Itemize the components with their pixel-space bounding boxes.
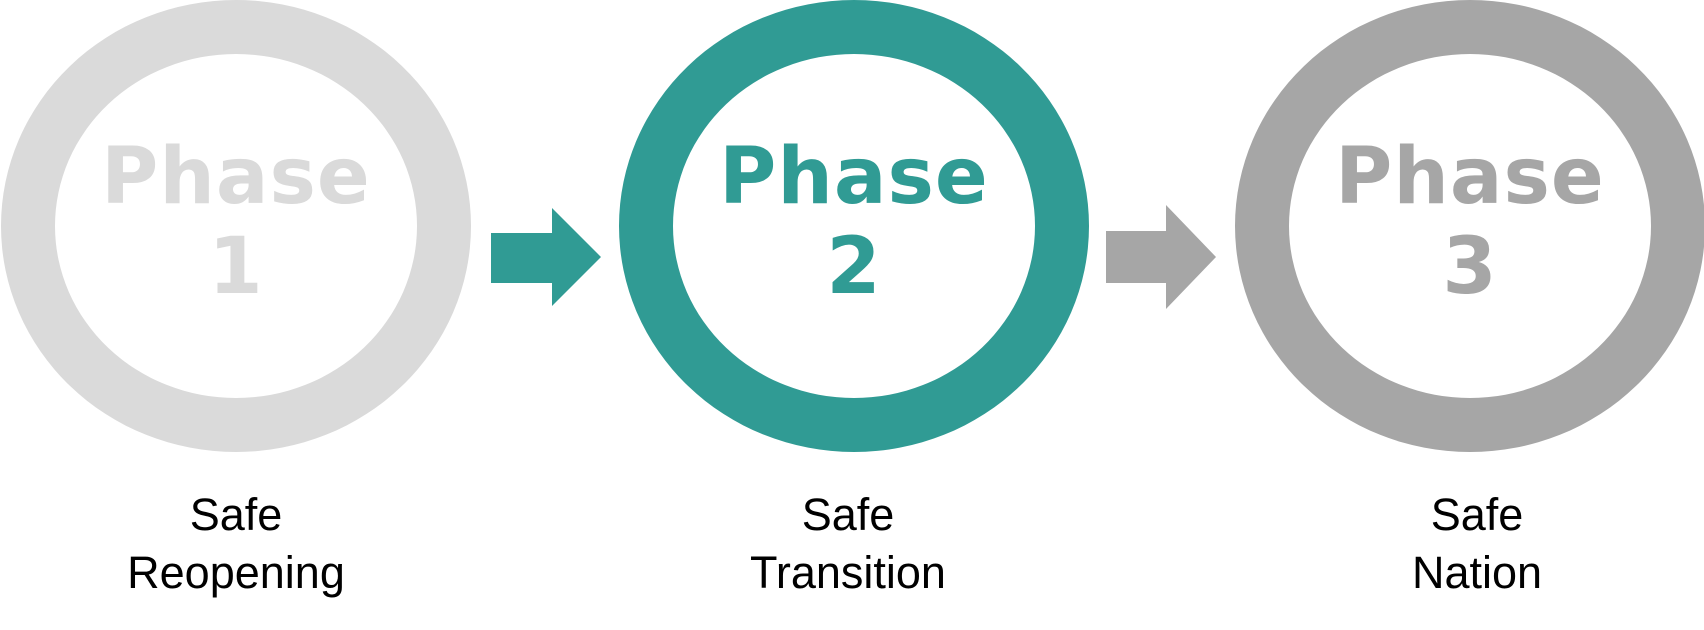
phase-2-label-line1: Safe: [801, 489, 895, 540]
phase-3-label-line2: Nation: [1411, 547, 1543, 598]
phase-1-number: 1: [208, 222, 264, 312]
phase-1-label-line1: Safe: [189, 489, 283, 540]
phase-2-label: Safe Transition: [613, 486, 1083, 602]
phase-3-label-line1: Safe: [1430, 489, 1524, 540]
phase-2-title: Phase: [719, 132, 989, 222]
phase-2-label-line2: Transition: [750, 547, 946, 598]
phase-1-title: Phase: [101, 132, 371, 222]
phase-3-title: Phase: [1335, 132, 1605, 222]
phase-2-ring: Phase 2: [619, 0, 1089, 452]
phase-1-ring: Phase 1: [1, 0, 471, 452]
phase-3-ring: Phase 3: [1235, 0, 1704, 452]
arrow-2-shape: [1106, 205, 1216, 309]
phase-3-number: 3: [1442, 222, 1498, 312]
phase-1-label: Safe Reopening: [1, 486, 471, 602]
arrow-1-shape: [491, 208, 601, 306]
phase-2-number: 2: [826, 222, 882, 312]
phase-3-label: Safe Nation: [1242, 486, 1704, 602]
phase-1-label-line2: Reopening: [127, 547, 345, 598]
arrow-right-icon: [491, 208, 601, 306]
arrow-right-icon: [1106, 205, 1216, 309]
